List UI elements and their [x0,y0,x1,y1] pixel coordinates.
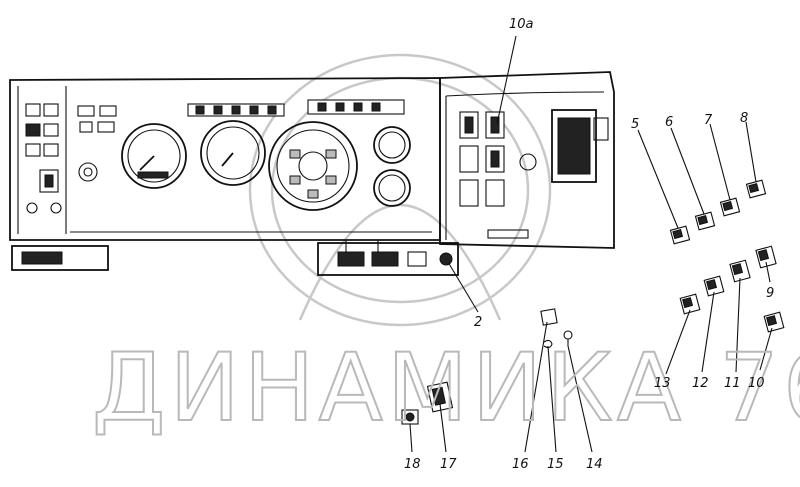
loose-switch-10 [763,311,785,333]
part-16 [540,308,558,326]
callout-label-6: 6 [665,115,673,130]
center-switch-housing [317,240,459,276]
callout-label-17: 17 [440,457,457,472]
callout-label-14: 14 [586,457,603,472]
callout-label-11: 11 [724,376,741,391]
right-dashboard-panel [439,71,615,249]
callout-labels: 10а 2 5 6 7 8 9 10 11 12 13 14 15 16 17 … [404,17,774,472]
loose-switch-11 [729,259,751,283]
small-gauge-lower [373,169,411,207]
tachometer-gauge [200,120,266,186]
watermark-logo [248,53,552,327]
callout-label-2: 2 [474,315,482,330]
callout-label-16: 16 [512,457,529,472]
part-15 [543,339,553,349]
part-18 [401,409,419,425]
callout-label-15: 15 [547,457,564,472]
loose-switch-12 [703,275,725,297]
part-14 [563,330,573,346]
loose-switch-5 [669,225,691,245]
callout-label-7: 7 [704,113,713,128]
loose-switch-9 [755,245,777,269]
callout-label-12: 12 [692,376,709,391]
watermark-text: ДИНАМИКА 76 [92,334,800,443]
left-dashboard-panel [9,77,441,271]
callout-label-8: 8 [740,111,748,126]
callout-label-5: 5 [631,117,639,132]
loose-switch-7 [719,197,741,217]
part-17 [426,381,454,413]
loose-switch-6 [694,211,716,231]
leader-lines [409,35,773,453]
speedometer-gauge [121,123,187,189]
small-gauge-upper [373,126,411,164]
callout-label-13: 13 [654,376,671,391]
loose-switch-13 [679,293,701,315]
radio-housing [551,109,609,183]
rocker-switch-cluster [459,111,537,207]
callout-label-10a: 10а [509,17,534,32]
combination-gauge [268,121,358,211]
callout-label-9: 9 [766,286,774,301]
loose-switch-8 [745,179,767,199]
callout-label-18: 18 [404,457,421,472]
callout-label-10: 10 [748,376,765,391]
indicator-lamp-strip [187,103,285,117]
left-switch-block [25,103,62,214]
